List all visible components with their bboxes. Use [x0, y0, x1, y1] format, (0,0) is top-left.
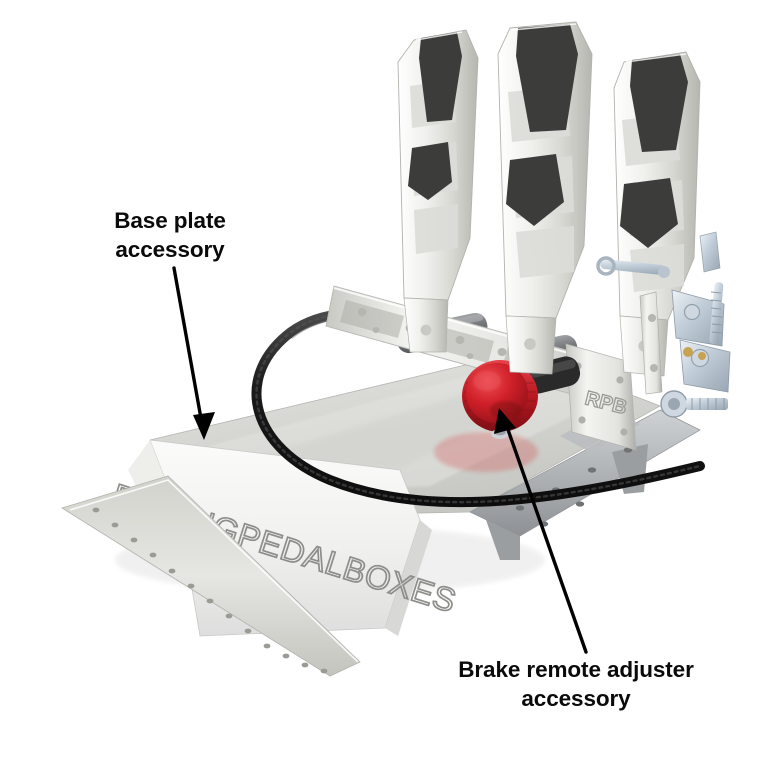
annotation-label-brake-remote-adjuster: Brake remote adjuster accessory — [458, 657, 694, 712]
grip-pad-lower — [408, 142, 452, 200]
flange-hole-row — [92, 507, 328, 674]
arrow-brake-remote-adjuster — [494, 408, 588, 654]
annotation-arrows — [172, 266, 588, 654]
side-plate-rpb: RPB — [565, 343, 637, 451]
grip-pad-lower — [620, 178, 678, 248]
arrow-base-plate — [172, 266, 215, 440]
annotation-label-base-plate: Base plate accessory — [114, 208, 226, 263]
grip-pad-upper — [419, 32, 462, 122]
grip-pad-upper — [630, 54, 688, 152]
mounting-flange — [61, 475, 361, 677]
brake-pedal — [497, 21, 593, 375]
clutch-pedal — [397, 29, 479, 353]
grip-pad-lower — [506, 154, 564, 226]
bias-bar-hardware — [596, 231, 731, 418]
grip-pad-upper — [516, 24, 578, 132]
